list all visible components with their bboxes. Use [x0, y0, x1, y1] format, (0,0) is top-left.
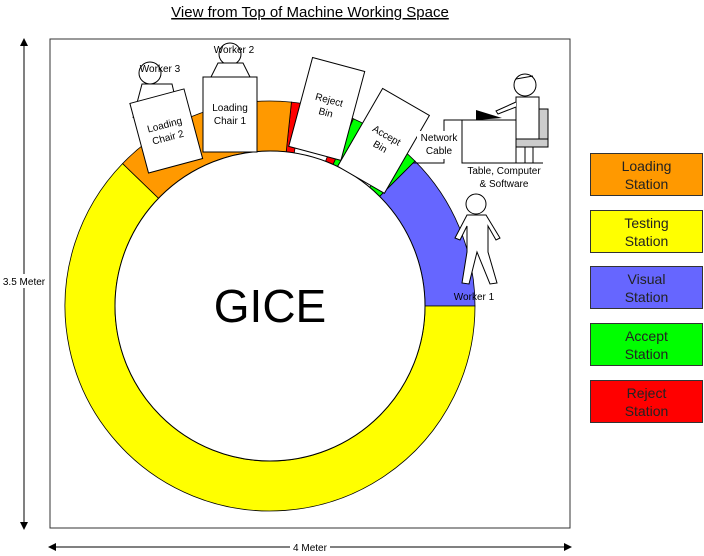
network-cable-label: Network — [421, 133, 459, 144]
legend-item-accept: Accept Station — [590, 323, 703, 366]
svg-text:Worker 2: Worker 2 — [214, 45, 255, 56]
svg-text:& Software: & Software — [480, 179, 529, 190]
svg-text:Loading: Loading — [212, 103, 248, 114]
loading-chair-2: Loading Chair 2 — [129, 88, 204, 174]
legend-item-loading: Loading Station — [590, 153, 703, 196]
worker-1: Worker 1 — [454, 193, 501, 303]
legend-item-testing: Testing Station — [590, 210, 703, 253]
width-label: 4 Meter — [293, 543, 328, 554]
svg-text:Table, Computer: Table, Computer — [467, 166, 541, 177]
worker-2: Worker 2 — [210, 42, 255, 78]
svg-text:Cable: Cable — [426, 146, 453, 157]
diagram-title: View from Top of Machine Working Space — [171, 4, 449, 21]
legend-item-visual: Visual Station — [590, 266, 703, 309]
svg-text:Bin: Bin — [317, 106, 334, 120]
gice-machine — [114, 150, 426, 462]
svg-text:Worker 3: Worker 3 — [140, 64, 181, 75]
reject-bin: Reject Bin — [288, 56, 366, 161]
loading-chair-1: Loading Chair 1 — [202, 76, 258, 153]
legend-item-reject: Reject Station — [590, 380, 703, 423]
accept-bin: Accept Bin — [336, 87, 431, 195]
computer-table: Table, Computer & Software — [461, 73, 549, 190]
svg-text:Worker 1: Worker 1 — [454, 292, 495, 303]
svg-text:Chair 1: Chair 1 — [214, 116, 247, 127]
height-label: 3.5 Meter — [3, 277, 46, 288]
gice-label: GICE — [214, 280, 326, 332]
